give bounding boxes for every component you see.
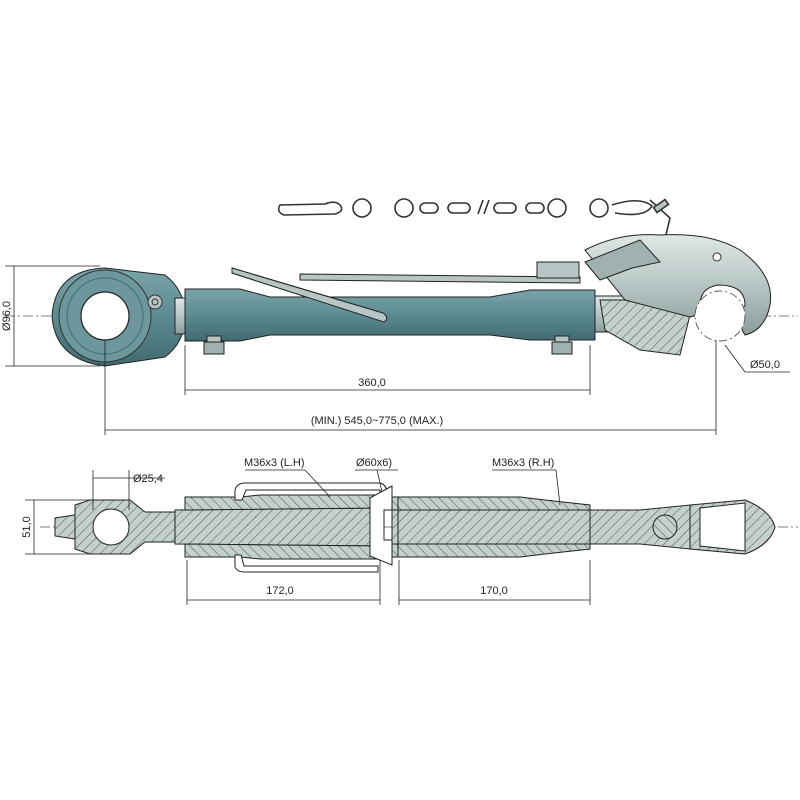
- lock-nut-right: [551, 335, 573, 355]
- safety-chain: [277, 198, 671, 244]
- right-thread-rod: [391, 509, 591, 545]
- ball-end-tip: [54, 514, 76, 540]
- hook-ball-circle: [694, 290, 746, 342]
- lock-lever-front: [231, 267, 388, 323]
- grease-nipple-center: [151, 298, 159, 306]
- eye-bore: [80, 291, 130, 341]
- dim-tube-length: 360,0: [358, 377, 386, 389]
- chain-ring: [352, 198, 372, 218]
- leader-line: [376, 469, 383, 493]
- chain-break-mark: [477, 199, 484, 215]
- chain-break-mark: [483, 199, 490, 215]
- chain-clip: [652, 198, 670, 214]
- chain-ring: [547, 198, 567, 218]
- section-view: Ø25,4 51,0 M36x3 (L.H) Ø60x6) M36x3 (R.H…: [21, 457, 798, 605]
- top-view: Ø96,0 360,0 (MIN.) 545,0~775,0 (MAX.) Ø5…: [1, 198, 798, 435]
- leader-line: [304, 469, 331, 498]
- dim-leader: [724, 344, 746, 373]
- pin-section: [652, 514, 678, 540]
- lock-collar: [369, 485, 393, 566]
- dim-total-length: (MIN.) 545,0~775,0 (MAX.): [311, 415, 443, 427]
- lock-bar: [299, 273, 581, 284]
- chain-link: [419, 202, 439, 214]
- chain-hook: [277, 201, 343, 216]
- dim-eye-diameter: Ø96,0: [1, 301, 13, 331]
- leader-line: [555, 469, 561, 506]
- lock-lever-loop-bottom: [234, 554, 379, 573]
- thread-tube-label: Ø60x6): [356, 457, 392, 469]
- thread-left-label: M36x3 (L.H): [244, 457, 305, 469]
- hook-cavity: [699, 502, 746, 552]
- hook-latch: [584, 239, 661, 281]
- main-tube: [184, 288, 596, 342]
- chain-link: [447, 202, 471, 214]
- tube-wall-left-bottom: [184, 543, 381, 560]
- thread-right-label: M36x3 (R.H): [492, 457, 554, 469]
- dim-right-thread-length: 170,0: [480, 585, 508, 597]
- dim-ball-diameter: Ø25,4: [133, 473, 163, 485]
- tube-wall-left-top: [184, 494, 381, 511]
- chain-end-link: [611, 199, 654, 216]
- dim-ball-width: 51,0: [21, 516, 33, 537]
- ball-bore: [92, 508, 130, 546]
- lever-bracket: [536, 261, 580, 279]
- dim-left-thread-length: 172,0: [266, 585, 294, 597]
- grease-nipple-icon: [147, 294, 163, 310]
- chain-link: [493, 202, 517, 214]
- dim-hook-diameter: Ø50,0: [750, 359, 780, 371]
- hook-pin-hole: [712, 252, 722, 262]
- chain-link: [525, 202, 545, 214]
- left-thread-rod: [174, 507, 381, 547]
- lock-nut-left: [203, 335, 225, 355]
- chain-ring: [394, 198, 414, 218]
- chain-ring: [589, 198, 609, 218]
